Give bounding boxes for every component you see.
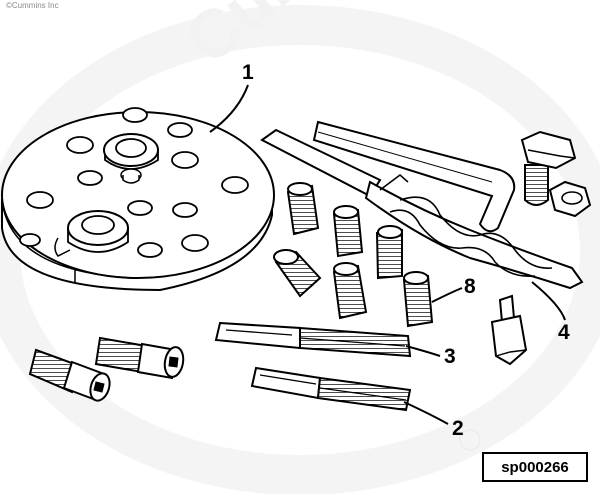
cap-screws	[28, 336, 185, 402]
callout-4: 4	[558, 321, 570, 344]
callout-2: 2	[452, 417, 464, 440]
figure-reference-box: sp000266	[482, 452, 588, 482]
leader-1	[209, 84, 249, 133]
bolt-and-nut	[520, 130, 592, 218]
thread-inserts	[273, 182, 434, 328]
copyright-text: ©Cummins Inc	[6, 1, 59, 10]
drill-and-wrench	[260, 120, 584, 290]
callout-8: 8	[464, 275, 476, 298]
tap-2	[250, 366, 412, 412]
leaders-2-3	[403, 345, 449, 425]
insert-tool	[490, 294, 528, 366]
callout-1: 1	[242, 61, 254, 84]
tap-3	[214, 321, 412, 358]
leader-4	[531, 281, 566, 321]
callout-3: 3	[444, 345, 456, 368]
puller-plate	[1, 107, 275, 292]
leader-8	[431, 287, 463, 303]
